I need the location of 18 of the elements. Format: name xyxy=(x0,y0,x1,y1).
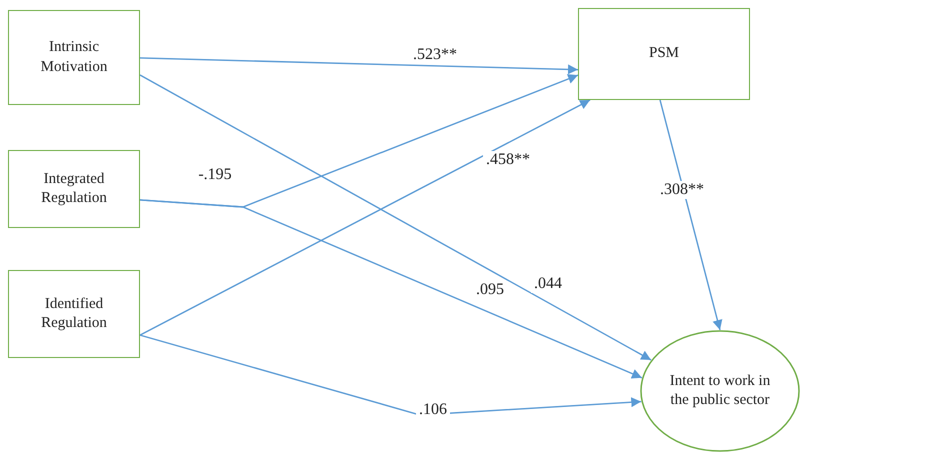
arrow xyxy=(140,57,578,74)
arrow xyxy=(140,99,590,336)
construct-box xyxy=(578,8,750,100)
arrow xyxy=(140,199,642,378)
node-label: Intrinsic Motivation xyxy=(40,38,108,76)
construct-box xyxy=(8,150,140,228)
node-label: Identified Regulation xyxy=(40,294,108,333)
construct-box xyxy=(8,270,140,358)
edge-label: .106 xyxy=(416,401,450,419)
node-label: Intent to work in the public sector xyxy=(668,372,772,410)
arrow xyxy=(140,334,642,416)
construct-box xyxy=(8,10,140,105)
node-label: PSM xyxy=(648,44,680,64)
construct-ellipse xyxy=(640,330,800,452)
edge-label: .044 xyxy=(531,275,565,293)
node-label: Integrated Regulation xyxy=(40,170,108,208)
arrow xyxy=(659,100,722,330)
arrow xyxy=(140,74,652,361)
